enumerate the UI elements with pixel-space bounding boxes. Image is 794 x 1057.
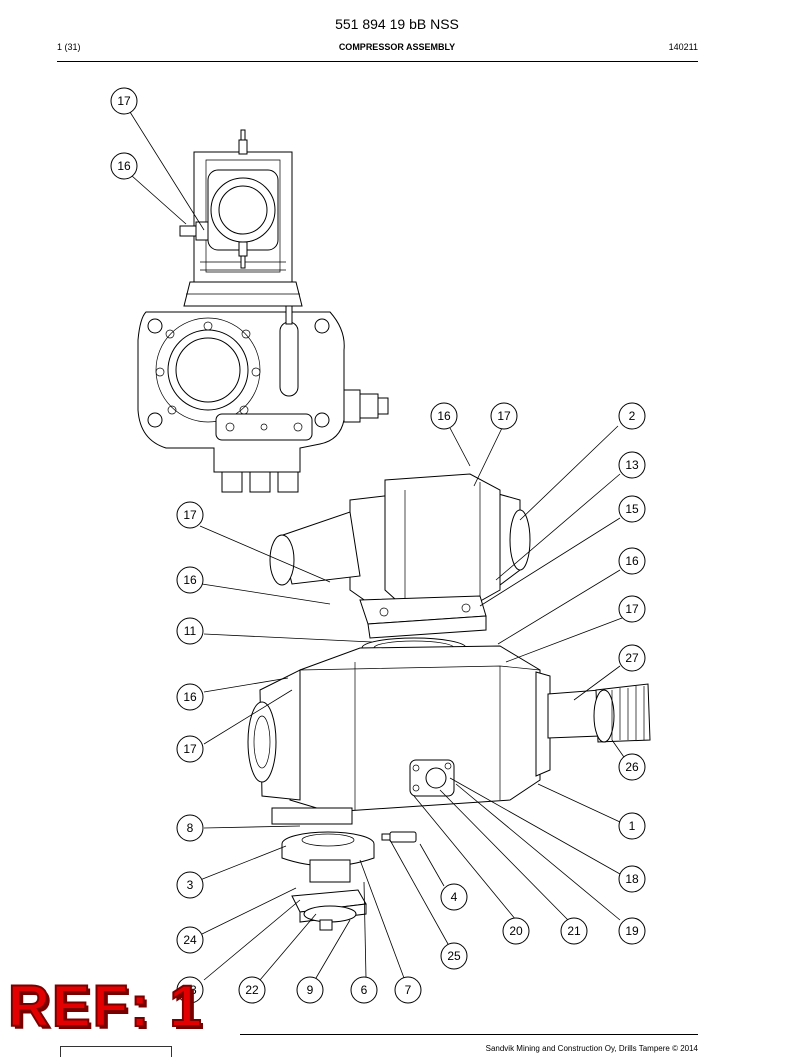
callout-13: 13 — [618, 451, 646, 479]
callout-label: 25 — [447, 949, 461, 963]
callout-4: 4 — [440, 883, 468, 911]
callout-label: 20 — [509, 924, 523, 938]
callout-25: 25 — [440, 942, 468, 970]
callout-label: 1 — [629, 819, 636, 833]
callout-label: 6 — [361, 983, 368, 997]
callout-15: 15 — [618, 495, 646, 523]
callout-26: 26 — [618, 753, 646, 781]
callout-9: 9 — [296, 976, 324, 1004]
callout-label: 16 — [117, 159, 131, 173]
callout-23: 23 — [176, 976, 204, 1004]
callout-label: 16 — [437, 409, 451, 423]
callout-label: 24 — [183, 933, 197, 947]
callout-label: 8 — [187, 821, 194, 835]
callout-label: 15 — [625, 502, 639, 516]
callout-17: 17 — [176, 735, 204, 763]
footer-rule — [240, 1034, 698, 1035]
callout-3: 3 — [176, 871, 204, 899]
callout-21: 21 — [560, 917, 588, 945]
callout-label: 9 — [307, 983, 314, 997]
callout-label: 17 — [183, 742, 197, 756]
callout-label: 4 — [451, 890, 458, 904]
callout-label: 11 — [184, 624, 197, 638]
callout-17: 17 — [176, 501, 204, 529]
callout-2: 2 — [618, 402, 646, 430]
footer-copyright: Sandvik Mining and Construction Oy, Dril… — [485, 1044, 698, 1053]
callout-16: 16 — [176, 566, 204, 594]
callout-27: 27 — [618, 644, 646, 672]
callout-16: 16 — [618, 547, 646, 575]
reference-stamp: REF: 1 — [7, 974, 204, 1039]
callout-20: 20 — [502, 917, 530, 945]
date-code: 140211 — [668, 42, 698, 52]
callout-label: 26 — [625, 760, 639, 774]
callout-17: 17 — [618, 595, 646, 623]
callout-label: 27 — [625, 651, 639, 665]
callout-label: 17 — [117, 94, 131, 108]
callout-22: 22 — [238, 976, 266, 1004]
callout-label: 22 — [245, 983, 259, 997]
section-title: COMPRESSOR ASSEMBLY — [338, 42, 456, 52]
callout-1: 1 — [618, 812, 646, 840]
callout-16: 16 — [176, 683, 204, 711]
callout-label: 23 — [183, 983, 197, 997]
callout-label: 21 — [567, 924, 581, 938]
callout-8: 8 — [176, 814, 204, 842]
callout-label: 16 — [183, 690, 197, 704]
callout-17: 17 — [490, 402, 518, 430]
callout-17: 17 — [110, 87, 138, 115]
callout-16: 16 — [110, 152, 138, 180]
callout-label: 19 — [625, 924, 639, 938]
callout-label: 17 — [497, 409, 511, 423]
document-title: 551 894 19 bB NSS — [335, 16, 459, 32]
callout-18: 18 — [618, 865, 646, 893]
callout-label: 2 — [629, 409, 636, 423]
callout-6: 6 — [350, 976, 378, 1004]
callout-label: 17 — [625, 602, 639, 616]
leader-lines — [129, 111, 627, 981]
callout-label: 18 — [625, 872, 639, 886]
callout-19: 19 — [618, 917, 646, 945]
callout-label: 16 — [183, 573, 197, 587]
callout-label: 16 — [625, 554, 639, 568]
compressor-end-view — [137, 129, 389, 493]
callout-label: 17 — [183, 508, 197, 522]
callout-label: 13 — [625, 458, 639, 472]
callout-label: 7 — [405, 983, 412, 997]
compressor-isometric-view — [247, 473, 651, 931]
page-number: 1 (31) — [57, 42, 81, 52]
callout-7: 7 — [394, 976, 422, 1004]
callout-16: 16 — [430, 402, 458, 430]
callout-24: 24 — [176, 926, 204, 954]
callout-11: 11 — [176, 617, 204, 645]
header-rule — [57, 61, 698, 62]
company-logo — [60, 1046, 172, 1057]
callout-label: 3 — [187, 878, 194, 892]
